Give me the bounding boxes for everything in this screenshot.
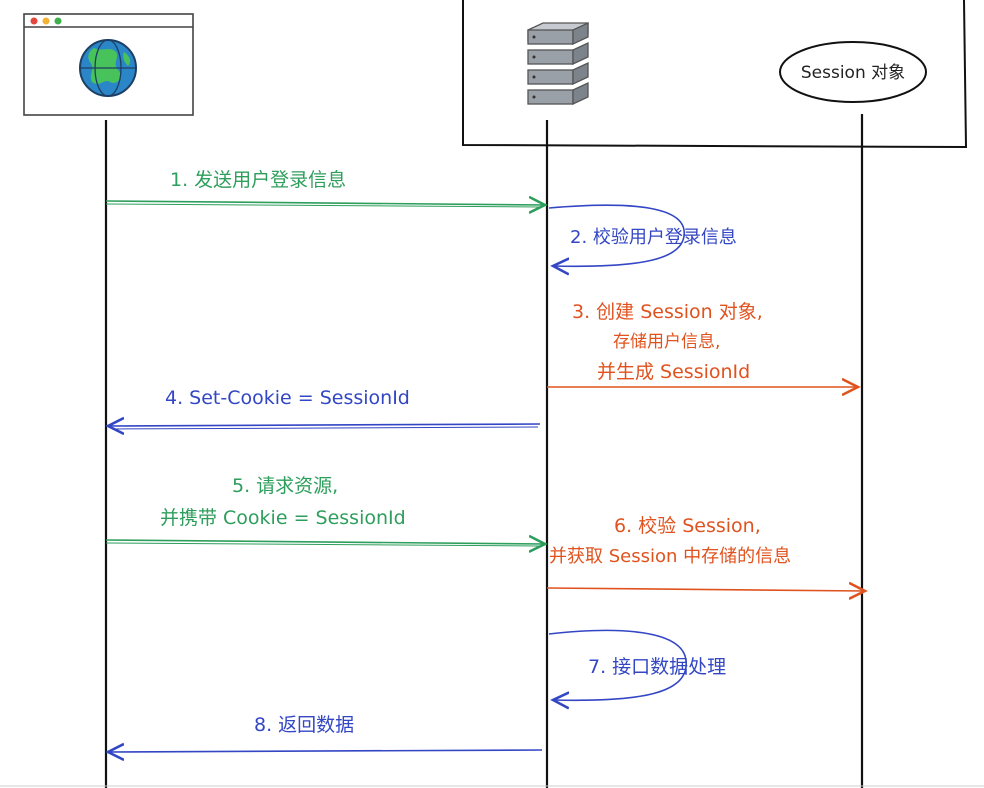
step-6-label-line-2: 并获取 Session 中存储的信息 [549, 546, 791, 567]
step-7-message: 7. 接口数据处理 [548, 629, 726, 700]
session-object-label: Session 对象 [801, 63, 905, 83]
step-6-label-line-1: 6. 校验 Session, [614, 515, 761, 537]
step-3-label-line-3: 并生成 SessionId [597, 361, 750, 383]
step-4-message: 4. Set-Cookie = SessionId [108, 387, 541, 429]
step-8-label: 8. 返回数据 [254, 714, 354, 736]
server-stack-icon [527, 21, 589, 106]
step-3-message: 3. 创建 Session 对象, 存储用户信息, 并生成 SessionId [547, 301, 858, 387]
step-1-label: 1. 发送用户登录信息 [170, 169, 346, 191]
step-3-label-line-2: 存储用户信息, [613, 332, 720, 352]
step-7-label: 7. 接口数据处理 [588, 656, 726, 678]
step-1-message: 1. 发送用户登录信息 [105, 169, 545, 207]
server-box [462, 0, 968, 149]
browser-window-icon [23, 13, 194, 116]
step-3-label-line-1: 3. 创建 Session 对象, [572, 301, 763, 323]
step-5-label-line-2: 并携带 Cookie = SessionId [160, 507, 406, 529]
step-4-label: 4. Set-Cookie = SessionId [165, 387, 410, 409]
step-8-message: 8. 返回数据 [108, 714, 543, 752]
step-6-message: 6. 校验 Session, 并获取 Session 中存储的信息 [546, 515, 865, 591]
step-2-message: 2. 校验用户登录信息 [548, 204, 737, 266]
step-5-message: 5. 请求资源, 并携带 Cookie = SessionId [105, 475, 545, 546]
step-5-label-line-1: 5. 请求资源, [232, 475, 338, 497]
session-object-node: Session 对象 [779, 41, 927, 103]
globe-icon [79, 39, 137, 97]
step-2-label: 2. 校验用户登录信息 [570, 227, 737, 248]
